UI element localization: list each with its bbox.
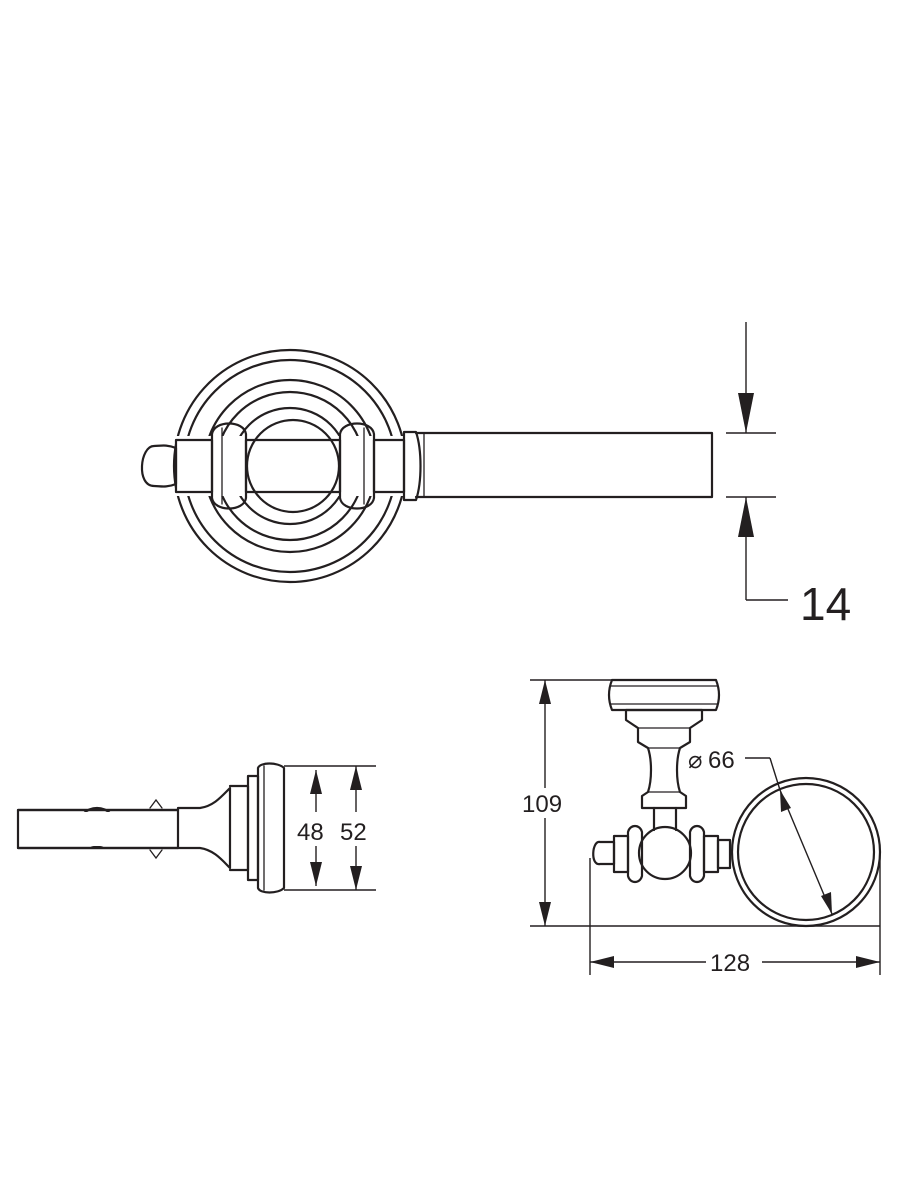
front-view: ⌀ 66 109 128 <box>522 678 882 977</box>
side-base-plate <box>256 762 286 894</box>
front-base-plate <box>607 678 721 712</box>
glass-diameter-label: 66 <box>708 747 735 774</box>
total-height-label: 109 <box>522 791 562 818</box>
dimension-base-height: 48 52 <box>284 765 376 891</box>
left-bead <box>210 422 248 510</box>
right-bead <box>338 422 376 510</box>
arm-bar <box>414 431 714 499</box>
glass-ring-inner <box>736 782 876 922</box>
base-outer-height-label: 52 <box>340 819 367 846</box>
dimension-glass-diameter: ⌀ 66 <box>688 747 833 915</box>
front-left-finial <box>592 840 616 866</box>
base-inner-height-label: 48 <box>297 819 324 846</box>
side-neck <box>176 786 232 870</box>
total-width-label: 128 <box>710 950 750 977</box>
left-finial <box>140 444 178 488</box>
top-view: 14 <box>140 322 851 630</box>
dimension-total-width: 128 <box>589 852 881 977</box>
front-hub <box>637 825 693 881</box>
dimension-bar-thickness: 14 <box>726 322 851 630</box>
dimension-total-height: 109 <box>522 679 880 927</box>
side-flange <box>246 774 260 882</box>
bar-thickness-label: 14 <box>800 578 851 630</box>
side-view: 48 52 <box>16 762 376 894</box>
glass-diameter-symbol: ⌀ <box>688 747 702 774</box>
